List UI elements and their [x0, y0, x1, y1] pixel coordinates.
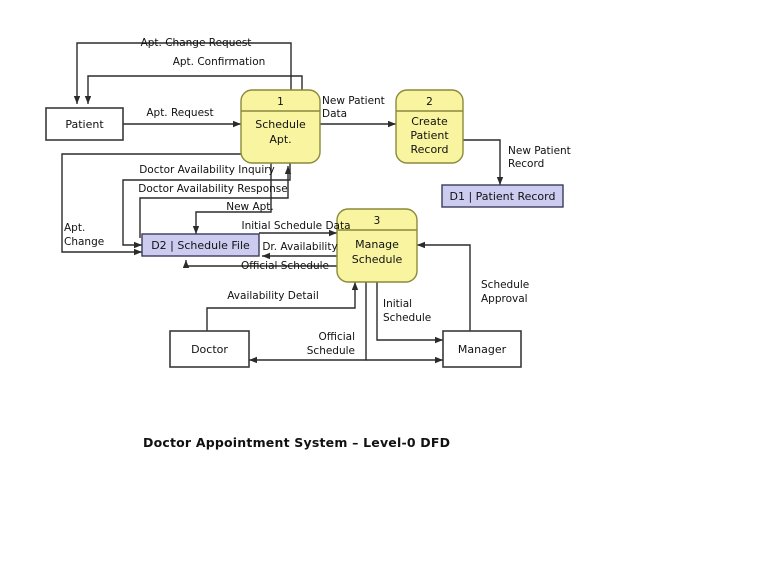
- entity-doctor-box[interactable]: [169, 330, 250, 368]
- flow-label-availability-detail: Availability Detail: [227, 290, 319, 302]
- entity-patient-label: Patient: [65, 118, 104, 131]
- flow-label-official-schedule-store: Official Schedule: [241, 260, 329, 272]
- flow-apt-change-line: [61, 153, 241, 256]
- flow-new-patient-record-line: [463, 139, 504, 185]
- flow-availability-detail-line: [206, 282, 359, 331]
- flow-initial-schedule-line: [376, 282, 443, 344]
- process-create-patient-record-label-1: Create: [411, 115, 448, 128]
- flow-label-apt-change-request: Apt. Change Request: [141, 37, 252, 49]
- process-schedule-apt-box[interactable]: [240, 89, 321, 164]
- datastore-d1-box[interactable]: [441, 184, 564, 208]
- flow-label-official-schedule-1: Official: [319, 331, 355, 343]
- flow-label-new-apt: New Apt.: [226, 201, 274, 213]
- flow-label-apt-request: Apt. Request: [146, 107, 213, 119]
- process-create-patient-record-number: 2: [426, 96, 433, 108]
- flow-label-new-patient-record-1: New Patient: [508, 145, 571, 157]
- flow-doctor-availability-response-line: [139, 166, 292, 238]
- datastore-d1-label: D1 | Patient Record: [450, 190, 556, 203]
- datastore-d2-box[interactable]: [141, 233, 260, 257]
- process-manage-schedule-label-2: Schedule: [352, 253, 403, 266]
- datastore-d2-label: D2 | Schedule File: [151, 239, 250, 252]
- process-create-patient-record-label-2: Patient: [410, 129, 449, 142]
- process-create-patient-record-label-3: Record: [410, 143, 448, 156]
- flow-label-apt-change-2: Change: [64, 236, 104, 248]
- flow-label-new-patient-data-1: New Patient: [322, 95, 385, 107]
- process-manage-schedule-label-1: Manage: [355, 238, 399, 251]
- flow-label-schedule-approval-1: Schedule: [481, 279, 529, 291]
- diagram-title: Doctor Appointment System – Level-0 DFD: [143, 435, 450, 450]
- flow-label-initial-schedule-data: Initial Schedule Data: [241, 220, 350, 232]
- entity-patient-box[interactable]: [45, 107, 124, 141]
- flow-label-official-schedule-2: Schedule: [307, 345, 355, 357]
- flow-doctor-availability-inquiry-line: [122, 163, 291, 249]
- flow-label-doctor-availability-response: Doctor Availability Response: [138, 183, 287, 195]
- process-create-patient-record-box[interactable]: [395, 89, 464, 164]
- process-schedule-apt-label-2: Apt.: [269, 133, 291, 146]
- flow-label-apt-confirmation: Apt. Confirmation: [173, 56, 266, 68]
- flow-label-new-patient-data-2: Data: [322, 108, 347, 120]
- process-schedule-apt-label-1: Schedule: [255, 118, 306, 131]
- process-schedule-apt-number: 1: [277, 96, 284, 108]
- flow-new-apt-line: [192, 163, 272, 234]
- flow-label-initial-schedule-1: Initial: [383, 298, 412, 310]
- flow-label-apt-change-1: Apt.: [64, 222, 85, 234]
- flow-schedule-approval-line: [417, 241, 471, 331]
- flow-label-schedule-approval-2: Approval: [481, 293, 528, 305]
- flow-label-new-patient-record-2: Record: [508, 158, 544, 170]
- flow-apt-change-request-line: [73, 42, 292, 104]
- flow-label-doctor-availability-inquiry: Doctor Availability Inquiry: [139, 164, 275, 176]
- flow-apt-confirmation-line: [84, 75, 303, 104]
- entity-manager-box[interactable]: [442, 330, 522, 368]
- flow-label-dr-availability: Dr. Availability: [262, 241, 337, 253]
- entity-doctor-label: Doctor: [191, 343, 228, 356]
- entity-manager-label: Manager: [458, 343, 507, 356]
- process-manage-schedule-number: 3: [374, 215, 381, 227]
- flow-label-initial-schedule-2: Schedule: [383, 312, 431, 324]
- process-manage-schedule-box[interactable]: [336, 208, 418, 283]
